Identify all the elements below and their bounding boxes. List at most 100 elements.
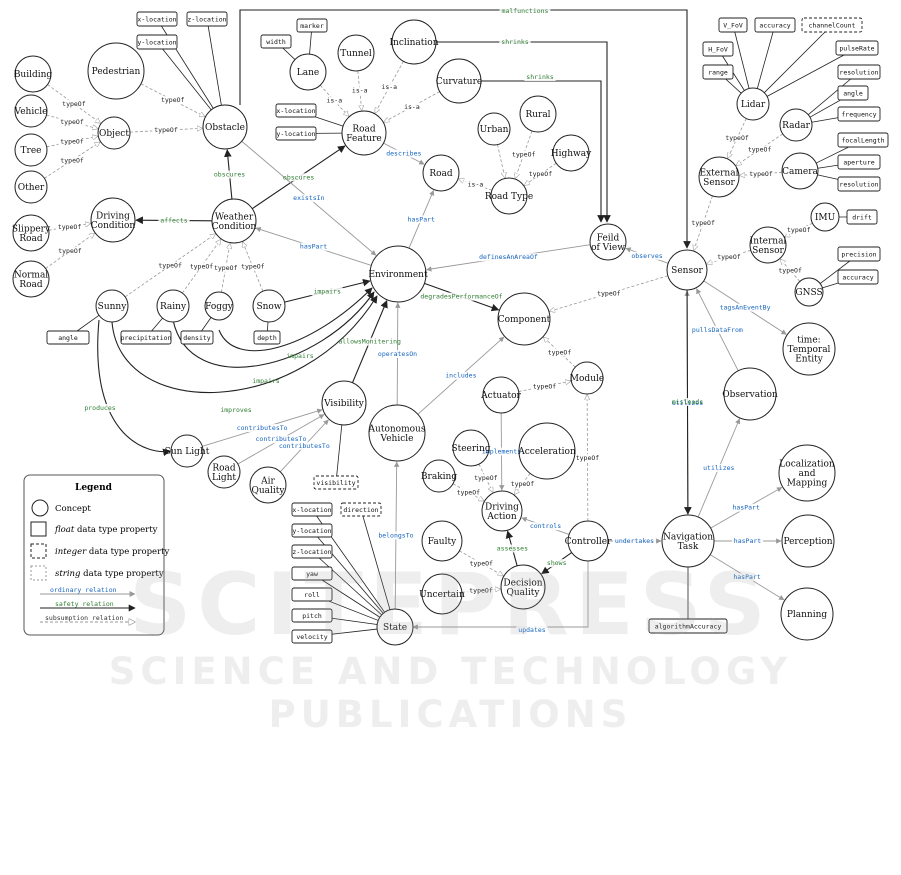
edge-obstacle-obs_xloc bbox=[156, 18, 214, 109]
legend-concept-icon bbox=[31, 499, 49, 517]
concept-label-tree: Tree bbox=[21, 146, 42, 156]
legend-float-icon bbox=[30, 521, 47, 537]
property-obs_xloc: x-location bbox=[137, 15, 176, 23]
edge-lidar-lidar_pulse bbox=[766, 47, 858, 97]
property-box-lane_width bbox=[260, 34, 292, 49]
concept-node-sensor bbox=[666, 249, 708, 291]
concept-node-planning bbox=[780, 587, 834, 641]
edge-label-bg-75 bbox=[689, 219, 717, 228]
property-lidar_hfov: H_FoV bbox=[708, 45, 728, 53]
concept-node-steering bbox=[452, 429, 490, 467]
edge-label-describes: describes bbox=[386, 150, 421, 158]
legend-string-rest: data type property bbox=[80, 569, 163, 579]
concept-node-curvature bbox=[436, 58, 482, 104]
concept-node-perception bbox=[781, 514, 835, 568]
edge-label-hasPart: hasPart bbox=[733, 573, 760, 581]
concept-node-foggy bbox=[204, 291, 234, 321]
edge-label-bg-31 bbox=[629, 251, 665, 260]
property-st_direction: direction bbox=[343, 506, 378, 514]
concept-node-highway bbox=[552, 134, 590, 172]
concept-node-object bbox=[97, 116, 131, 150]
concept-label-steering: Steering bbox=[451, 444, 490, 454]
concept-label-rural: Rural bbox=[525, 110, 550, 120]
edge-label-bg-56 bbox=[527, 522, 564, 531]
legend-concept: Concept bbox=[55, 504, 91, 514]
property-box-st_yaw bbox=[291, 566, 333, 581]
edge-label-bg-c4 bbox=[499, 7, 551, 15]
edge-label-typeOf: typeOf bbox=[778, 266, 802, 274]
edge-label-bg-60 bbox=[467, 559, 495, 568]
property-box-st_zloc bbox=[291, 544, 333, 559]
edge-label-bg-59 bbox=[544, 559, 569, 568]
property-foggy_density: density bbox=[183, 334, 210, 342]
edge-label-typeOf: typeOf bbox=[749, 170, 773, 178]
edge-label-bg-c1 bbox=[250, 377, 282, 385]
property-lidar_vfov: V_FoV bbox=[723, 21, 743, 29]
edge-label-typeOf: typeOf bbox=[511, 480, 535, 488]
edge-label-implements: implements bbox=[482, 448, 521, 456]
edge-label-bg-48 bbox=[276, 441, 332, 450]
edge-label-bg-35 bbox=[239, 262, 267, 271]
edge-label-pullsDataFrom: pullsDataFrom bbox=[692, 326, 743, 334]
edge-label-observes: observes bbox=[631, 252, 662, 260]
edge-label-typeOf: typeOf bbox=[214, 264, 238, 272]
edge-label-bg-62 bbox=[613, 537, 656, 545]
concept-label-acceleration: Acceleration bbox=[517, 447, 576, 457]
curved-edge-impairs-1 bbox=[172, 291, 375, 368]
edge-label-typeOf: typeOf bbox=[60, 138, 84, 146]
edge-label-bg-29 bbox=[405, 215, 437, 224]
property-vis_visibility: visibility bbox=[316, 479, 355, 487]
edge-label-produces: produces bbox=[84, 404, 115, 412]
edge-label-bg-20 bbox=[509, 150, 538, 159]
edge-label-isA: is-a bbox=[381, 83, 397, 91]
edge-label-impairs: impairs bbox=[313, 288, 340, 296]
edge-label-bg-46 bbox=[234, 424, 290, 433]
property-lidar_channel: channelCount bbox=[809, 21, 856, 29]
curved-edge-updates-7 bbox=[412, 561, 589, 630]
edge-label-isA: is-a bbox=[404, 103, 420, 111]
edge-label-typeOf: typeOf bbox=[533, 382, 557, 390]
concept-node-state bbox=[376, 608, 414, 646]
edge-label-bg-52 bbox=[479, 447, 523, 456]
concept-label-building: Building bbox=[14, 70, 53, 80]
concept-node-slippery_road bbox=[12, 214, 50, 252]
property-sunny_angle: angle bbox=[58, 334, 78, 342]
legend-integer-rest: data type property bbox=[86, 547, 169, 557]
edge-label-controls: controls bbox=[530, 522, 561, 530]
property-radar_resolution: resolution bbox=[839, 68, 878, 76]
edge-label-typeOf: typeOf bbox=[597, 289, 621, 297]
edge-st_yaw-state bbox=[311, 573, 381, 618]
concept-node-radar bbox=[779, 108, 813, 142]
edge-lidar-lidar_channel bbox=[764, 24, 833, 93]
property-box-gnss_accuracy bbox=[837, 269, 879, 285]
concept-node-normal_road bbox=[12, 260, 50, 298]
concept-label-foggy: Foggy bbox=[205, 302, 234, 312]
concept-node-observation bbox=[723, 367, 777, 421]
property-box-cam_resolution bbox=[837, 176, 881, 192]
property-box-vis_visibility bbox=[313, 475, 359, 490]
property-radar_frequency: frequency bbox=[841, 110, 876, 118]
legend-integer-icon bbox=[30, 543, 47, 559]
legend: Legend Concept float data type property … bbox=[23, 474, 170, 636]
concept-label-object: Object bbox=[99, 129, 129, 139]
property-box-foggy_density bbox=[180, 330, 214, 345]
edge-label-obscures: obscures bbox=[214, 170, 245, 178]
edge-label-typeOf: typeOf bbox=[154, 126, 178, 134]
edge-other-object bbox=[44, 142, 99, 179]
property-box-lidar_vfov bbox=[718, 17, 748, 33]
concept-node-camera bbox=[781, 152, 819, 190]
legend-string-icon bbox=[30, 565, 47, 581]
edge-label-typeOf: typeOf bbox=[62, 100, 86, 108]
curved-edge-impairs-0 bbox=[218, 287, 373, 352]
concept-node-building bbox=[14, 55, 52, 93]
edge-st_zloc-state bbox=[311, 551, 382, 616]
edge-label-bg-21 bbox=[526, 170, 555, 179]
edge-label-bg-72 bbox=[723, 134, 751, 143]
edge-foggy-weather_condition bbox=[221, 244, 230, 293]
edge-label-impairs: impairs bbox=[286, 352, 313, 360]
